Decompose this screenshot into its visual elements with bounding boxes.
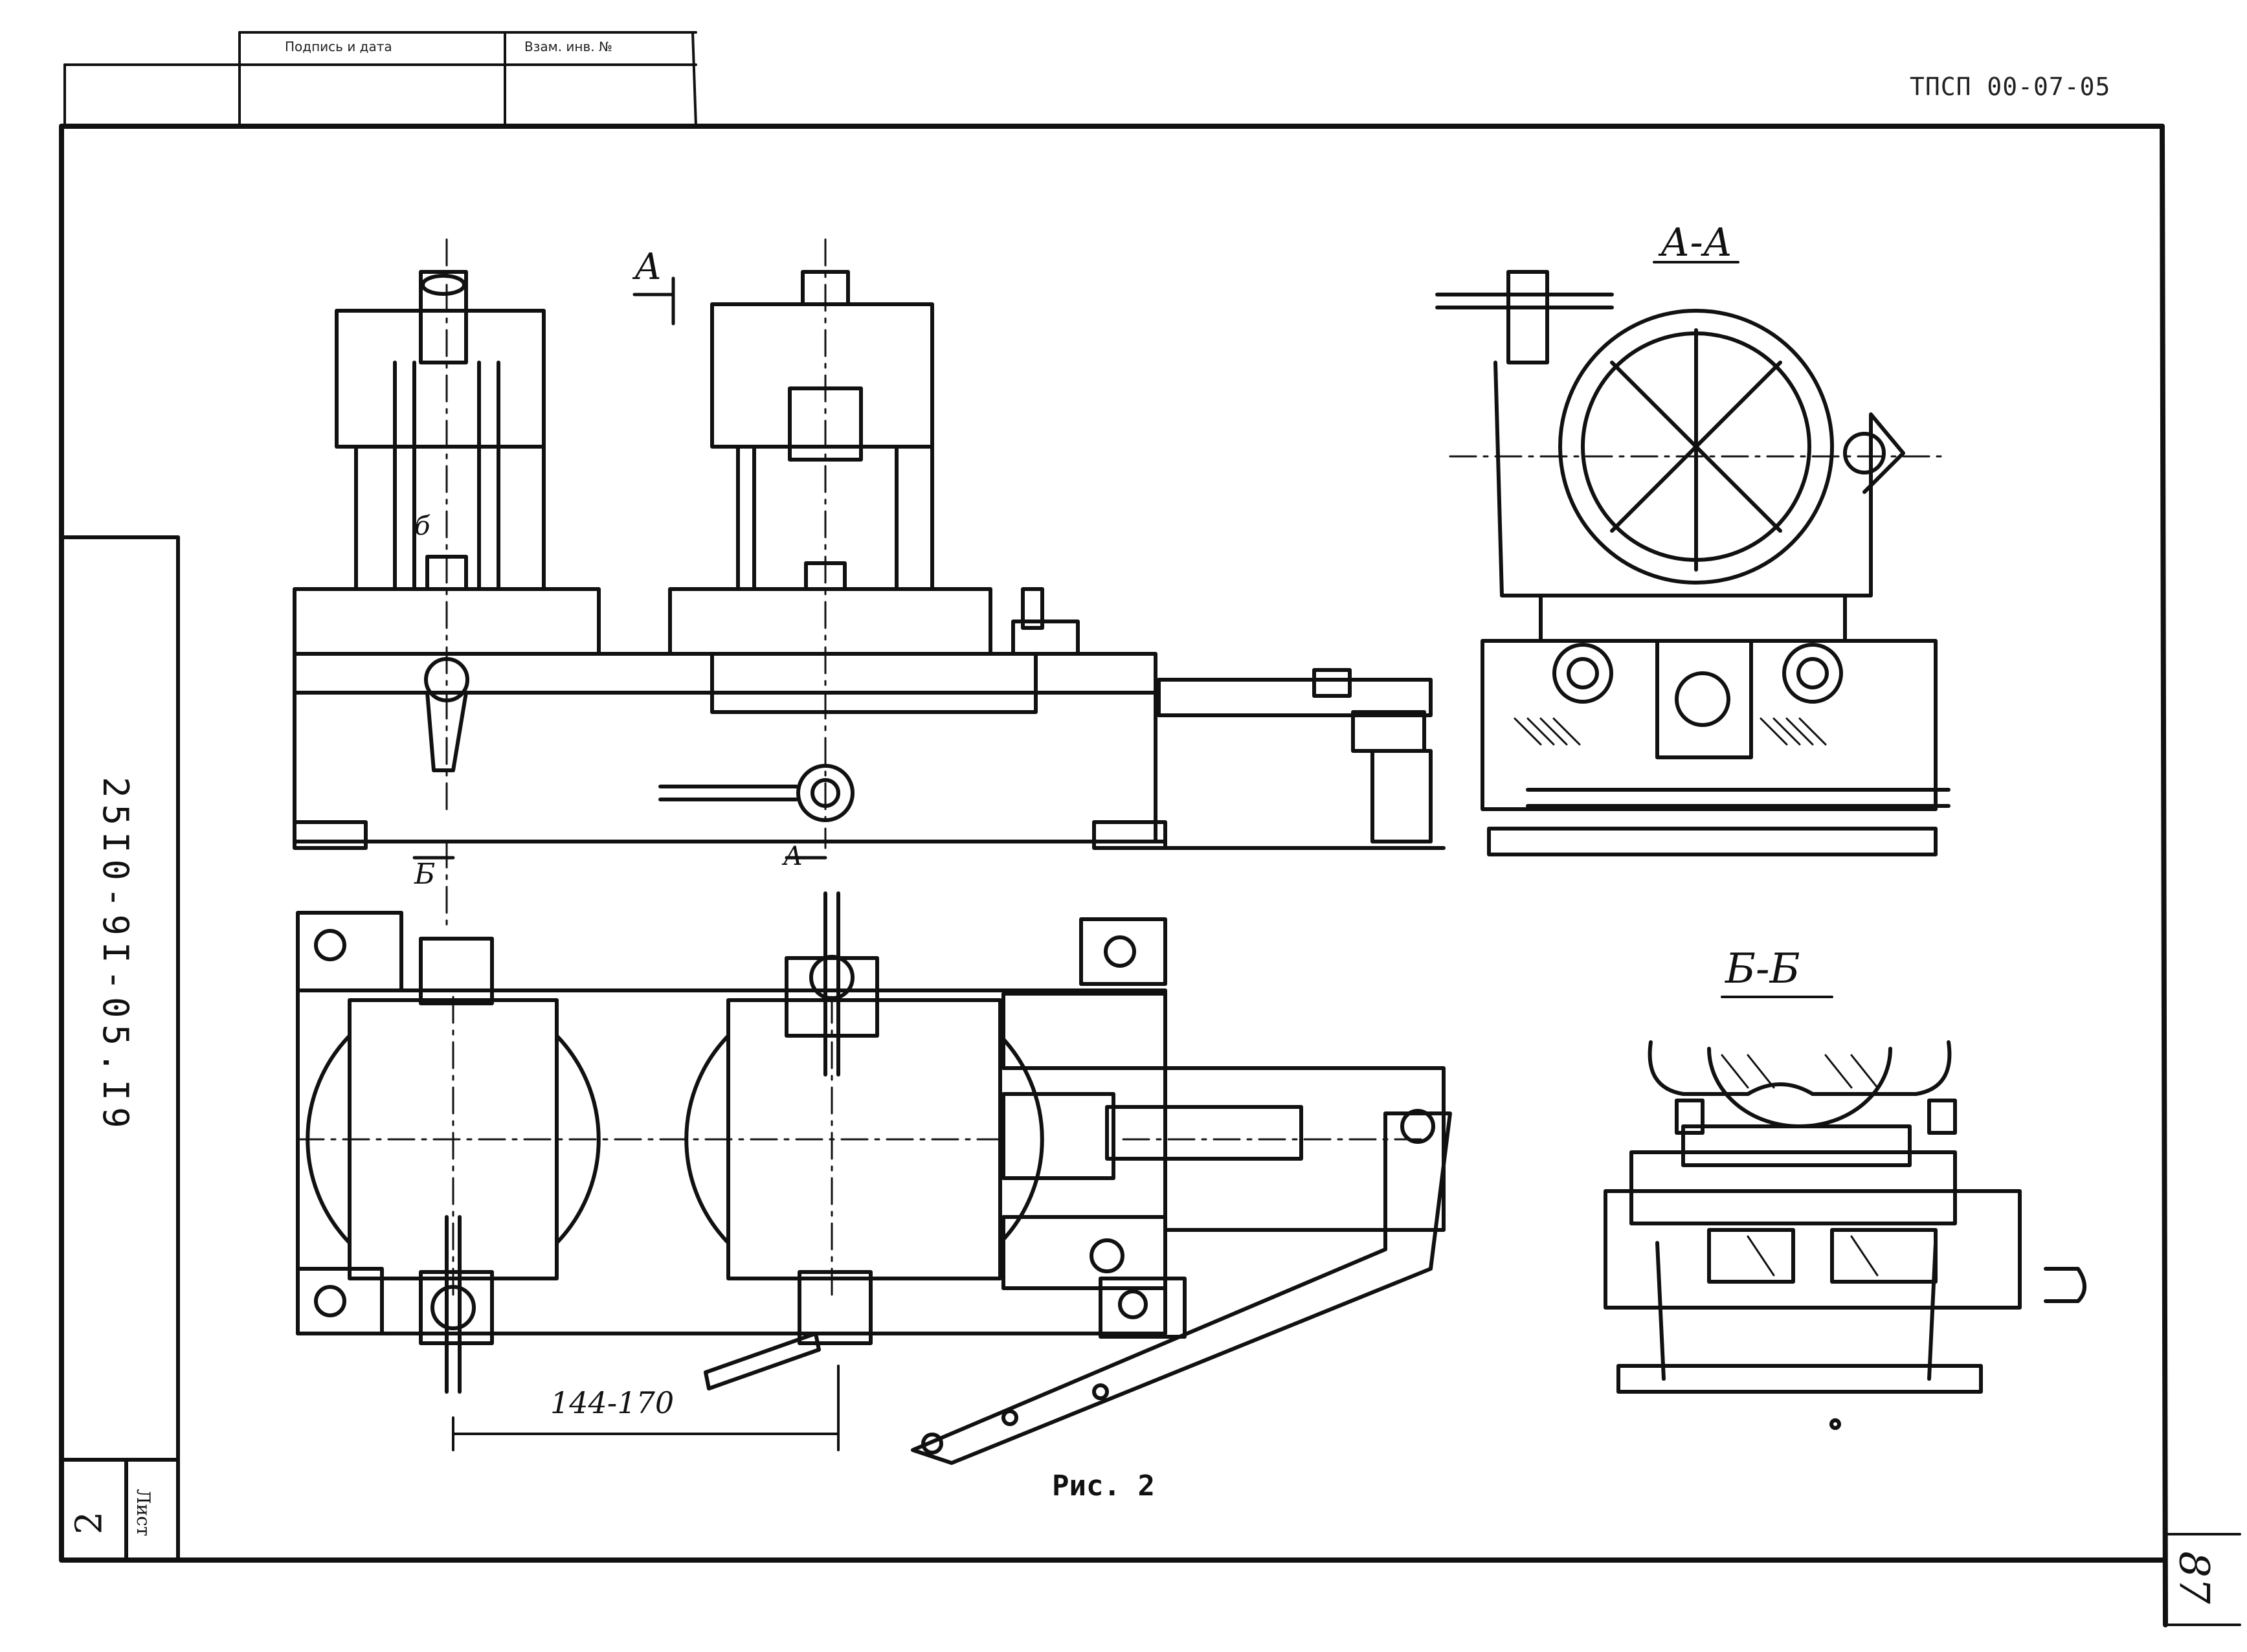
section-b-small-marker: б: [414, 511, 430, 541]
plan-view: [296, 891, 1452, 1465]
section-a-arrow-marker: А: [783, 842, 803, 871]
section-a-a-title: А-А: [1660, 220, 1733, 265]
section-a-a-view: [1435, 270, 1951, 856]
stamp-inventory-number: Взам. инв. №: [524, 39, 612, 54]
side-document-code: 25I0-9I-05.I9: [95, 777, 136, 1135]
section-b-b-title: Б-Б: [1725, 945, 1800, 993]
title-stamp-frame: [63, 31, 697, 128]
stamp-signature-date: Подпись и дата: [285, 39, 392, 54]
sheet-frame: [59, 124, 2241, 1627]
section-b-b-view: [1604, 1040, 2086, 1394]
sheet-label: Лист: [133, 1489, 154, 1537]
page-number: 87: [2169, 1551, 2218, 1604]
section-a-marker: А: [634, 246, 662, 288]
document-code: ТПСП 00-07-05: [1910, 73, 2111, 101]
sheet-number: 2: [68, 1511, 111, 1535]
section-b-marker: Б: [414, 858, 436, 891]
dimension-label: 144-170: [550, 1385, 675, 1420]
figure-caption: Рис. 2: [1052, 1469, 1155, 1502]
front-view: [293, 270, 1446, 850]
